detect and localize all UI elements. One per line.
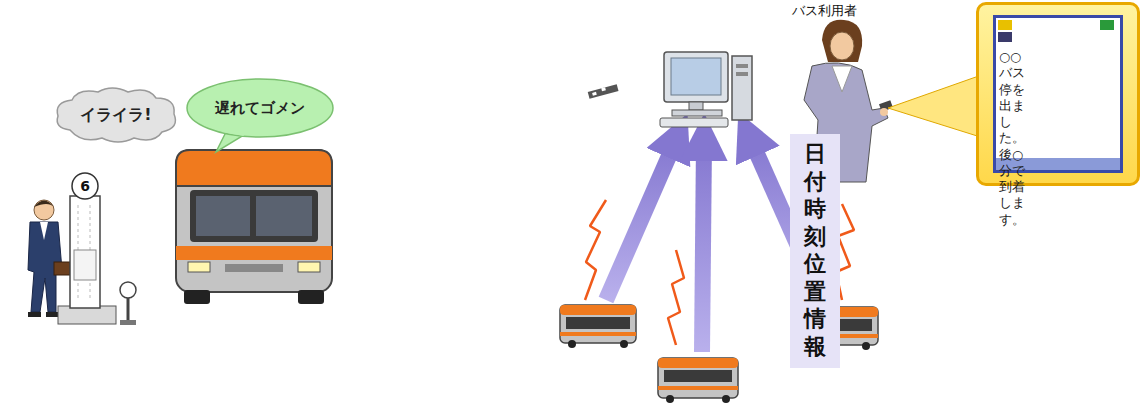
thought-cloud-text: イライラ! bbox=[80, 105, 151, 126]
businessman bbox=[28, 200, 70, 317]
data-box-text: 日付 時刻 位置情報 bbox=[804, 140, 826, 360]
network-icon bbox=[588, 84, 619, 99]
server-computer bbox=[660, 52, 752, 127]
data-box: 日付 時刻 位置情報 bbox=[790, 134, 840, 368]
bus-center bbox=[658, 358, 738, 403]
phone-screen: ○○バス停を 出ました。 後○分で到着 します。 bbox=[976, 2, 1140, 186]
status-icon bbox=[1100, 20, 1114, 30]
late-bus bbox=[176, 150, 332, 304]
bus-user-label: バス利用者 bbox=[792, 4, 857, 17]
bus-stop-sign bbox=[58, 173, 136, 325]
status-icon bbox=[998, 32, 1012, 42]
speech-bubble-text: 遅れてゴメン bbox=[215, 99, 305, 119]
bus-left bbox=[560, 305, 636, 348]
callout-pointer bbox=[888, 72, 990, 140]
status-icon bbox=[998, 20, 1012, 30]
speech-bubble: 遅れてゴメン bbox=[186, 78, 334, 140]
stop-number: 6 bbox=[80, 179, 90, 193]
thought-cloud: イライラ! bbox=[52, 86, 180, 144]
phone-screen-text: ○○バス停を 出ました。 後○分で到着 します。 bbox=[999, 49, 1025, 228]
